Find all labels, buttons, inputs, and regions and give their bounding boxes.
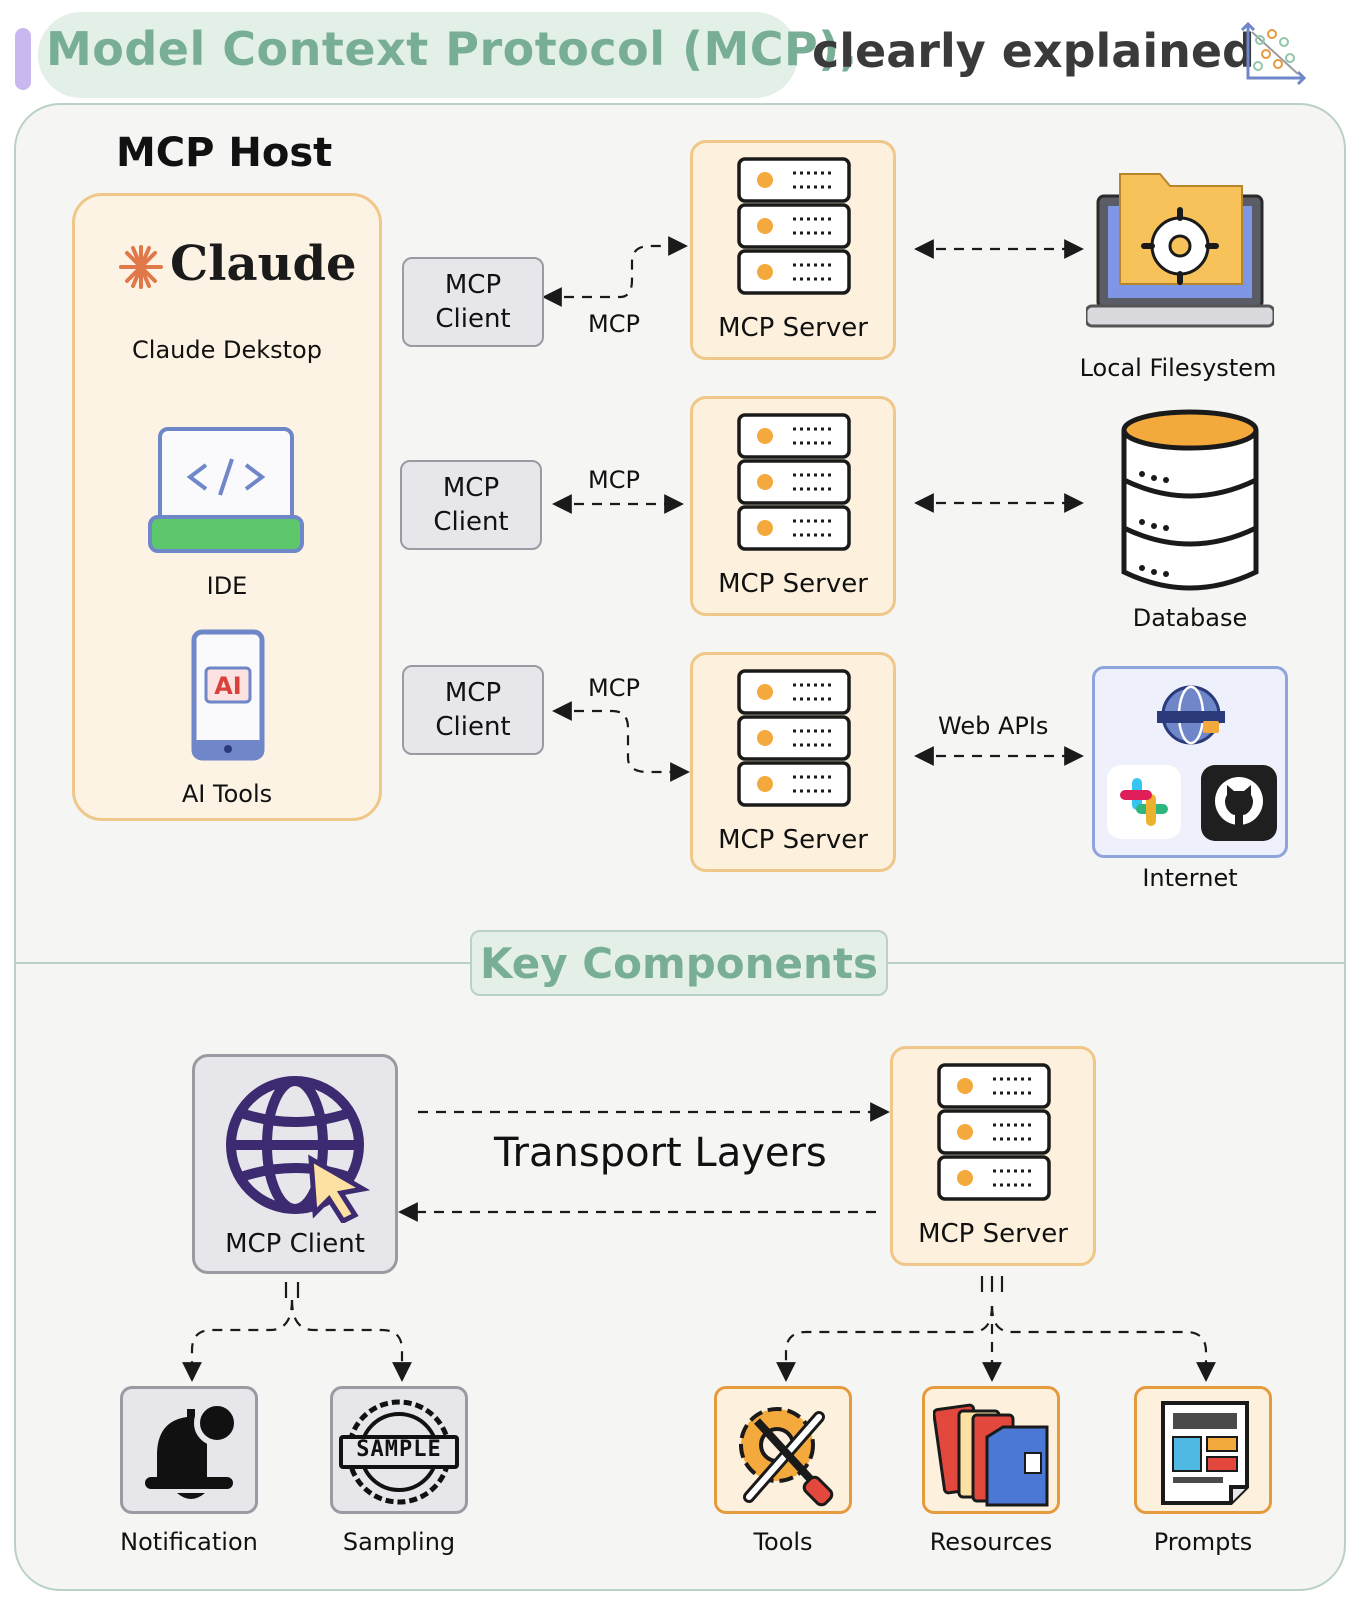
key-mcp-client-box: MCP Client (192, 1054, 398, 1274)
ide-label: IDE (206, 572, 248, 600)
tools-tile (714, 1386, 852, 1514)
database-icon (1121, 409, 1259, 591)
key-mcp-client-label: MCP Client (225, 1229, 365, 1259)
prompt-document-icon (1161, 1401, 1249, 1505)
client-label-line1: MCP (444, 270, 502, 300)
mcp-server-box-1: MCP Server (690, 140, 896, 360)
client-label-line2: Client (435, 304, 511, 334)
web-apis-label: Web APIs (938, 712, 1049, 740)
mcp-server-label-2: MCP Server (718, 569, 868, 599)
key-mcp-server-box: MCP Server (890, 1046, 1096, 1266)
mcp-host-title: MCP Host (116, 130, 333, 176)
transport-layers-label: Transport Layers (494, 1130, 827, 1176)
ai-badge: AI (214, 672, 242, 700)
resources-label: Resources (929, 1528, 1053, 1556)
mcp-server-label-3: MCP Server (718, 825, 868, 855)
key-components-title: Key Components (470, 930, 888, 996)
mcp-protocol-label-3: MCP (588, 674, 640, 702)
title-highlight (38, 12, 798, 98)
prompts-label: Prompts (1153, 1528, 1253, 1556)
mcp-protocol-label-2: MCP (588, 466, 640, 494)
claude-sparkle-icon (119, 245, 163, 289)
internet-label: Internet (1142, 864, 1238, 892)
claude-desktop-label: Claude Dekstop (132, 336, 322, 364)
sample-stamp-icon (339, 1399, 459, 1505)
internet-services-box (1092, 666, 1288, 858)
folders-icon (933, 1403, 1049, 1507)
slack-icon (1107, 765, 1181, 839)
globe-icon (1157, 685, 1225, 745)
server-rack-icon (737, 413, 851, 551)
local-filesystem-label: Local Filesystem (1079, 354, 1277, 382)
key-mcp-server-label: MCP Server (918, 1219, 1068, 1249)
mcp-client-box-2: MCP Client (400, 460, 542, 550)
database-label: Database (1132, 604, 1248, 632)
client-label-line2: Client (433, 507, 509, 537)
page-title: Model Context Protocol (MCP), (46, 22, 858, 76)
bell-icon (145, 1400, 240, 1499)
client-label-line2: Client (435, 712, 511, 742)
title-accent-bar (15, 28, 31, 90)
server-rack-icon (937, 1063, 1051, 1201)
prompts-tile (1134, 1386, 1272, 1514)
server-rack-icon (737, 669, 851, 807)
mcp-client-box-1: MCP Client (402, 257, 544, 347)
ai-phone-icon (191, 629, 265, 761)
github-icon (1201, 765, 1277, 841)
claude-logo-text: Claude (170, 236, 357, 292)
ai-tools-label: AI Tools (181, 780, 273, 808)
server-rack-icon (737, 157, 851, 295)
gear-wrench-screwdriver-icon (739, 1407, 834, 1507)
resources-tile (922, 1386, 1060, 1514)
code-laptop-icon (148, 427, 304, 553)
page-subtitle: clearly explained (812, 24, 1255, 78)
client-label-line1: MCP (444, 678, 502, 708)
sample-stamp-text: SAMPLE (356, 1437, 442, 1462)
mcp-server-box-3: MCP Server (690, 652, 896, 872)
globe-cursor-icon (226, 1076, 371, 1223)
tools-label: Tools (753, 1528, 813, 1556)
scatter-chart-logo-icon (1240, 21, 1307, 86)
mcp-server-label-1: MCP Server (718, 313, 868, 343)
mcp-protocol-label-1: MCP (588, 310, 640, 338)
laptop-folder-gear-icon (1086, 173, 1274, 328)
mcp-client-box-3: MCP Client (402, 665, 544, 755)
sampling-label: Sampling (342, 1528, 456, 1556)
notification-label: Notification (120, 1528, 258, 1556)
notification-tile (120, 1386, 258, 1514)
mcp-server-box-2: MCP Server (690, 396, 896, 616)
client-label-line1: MCP (442, 473, 500, 503)
sampling-tile: SAMPLE (330, 1386, 468, 1514)
